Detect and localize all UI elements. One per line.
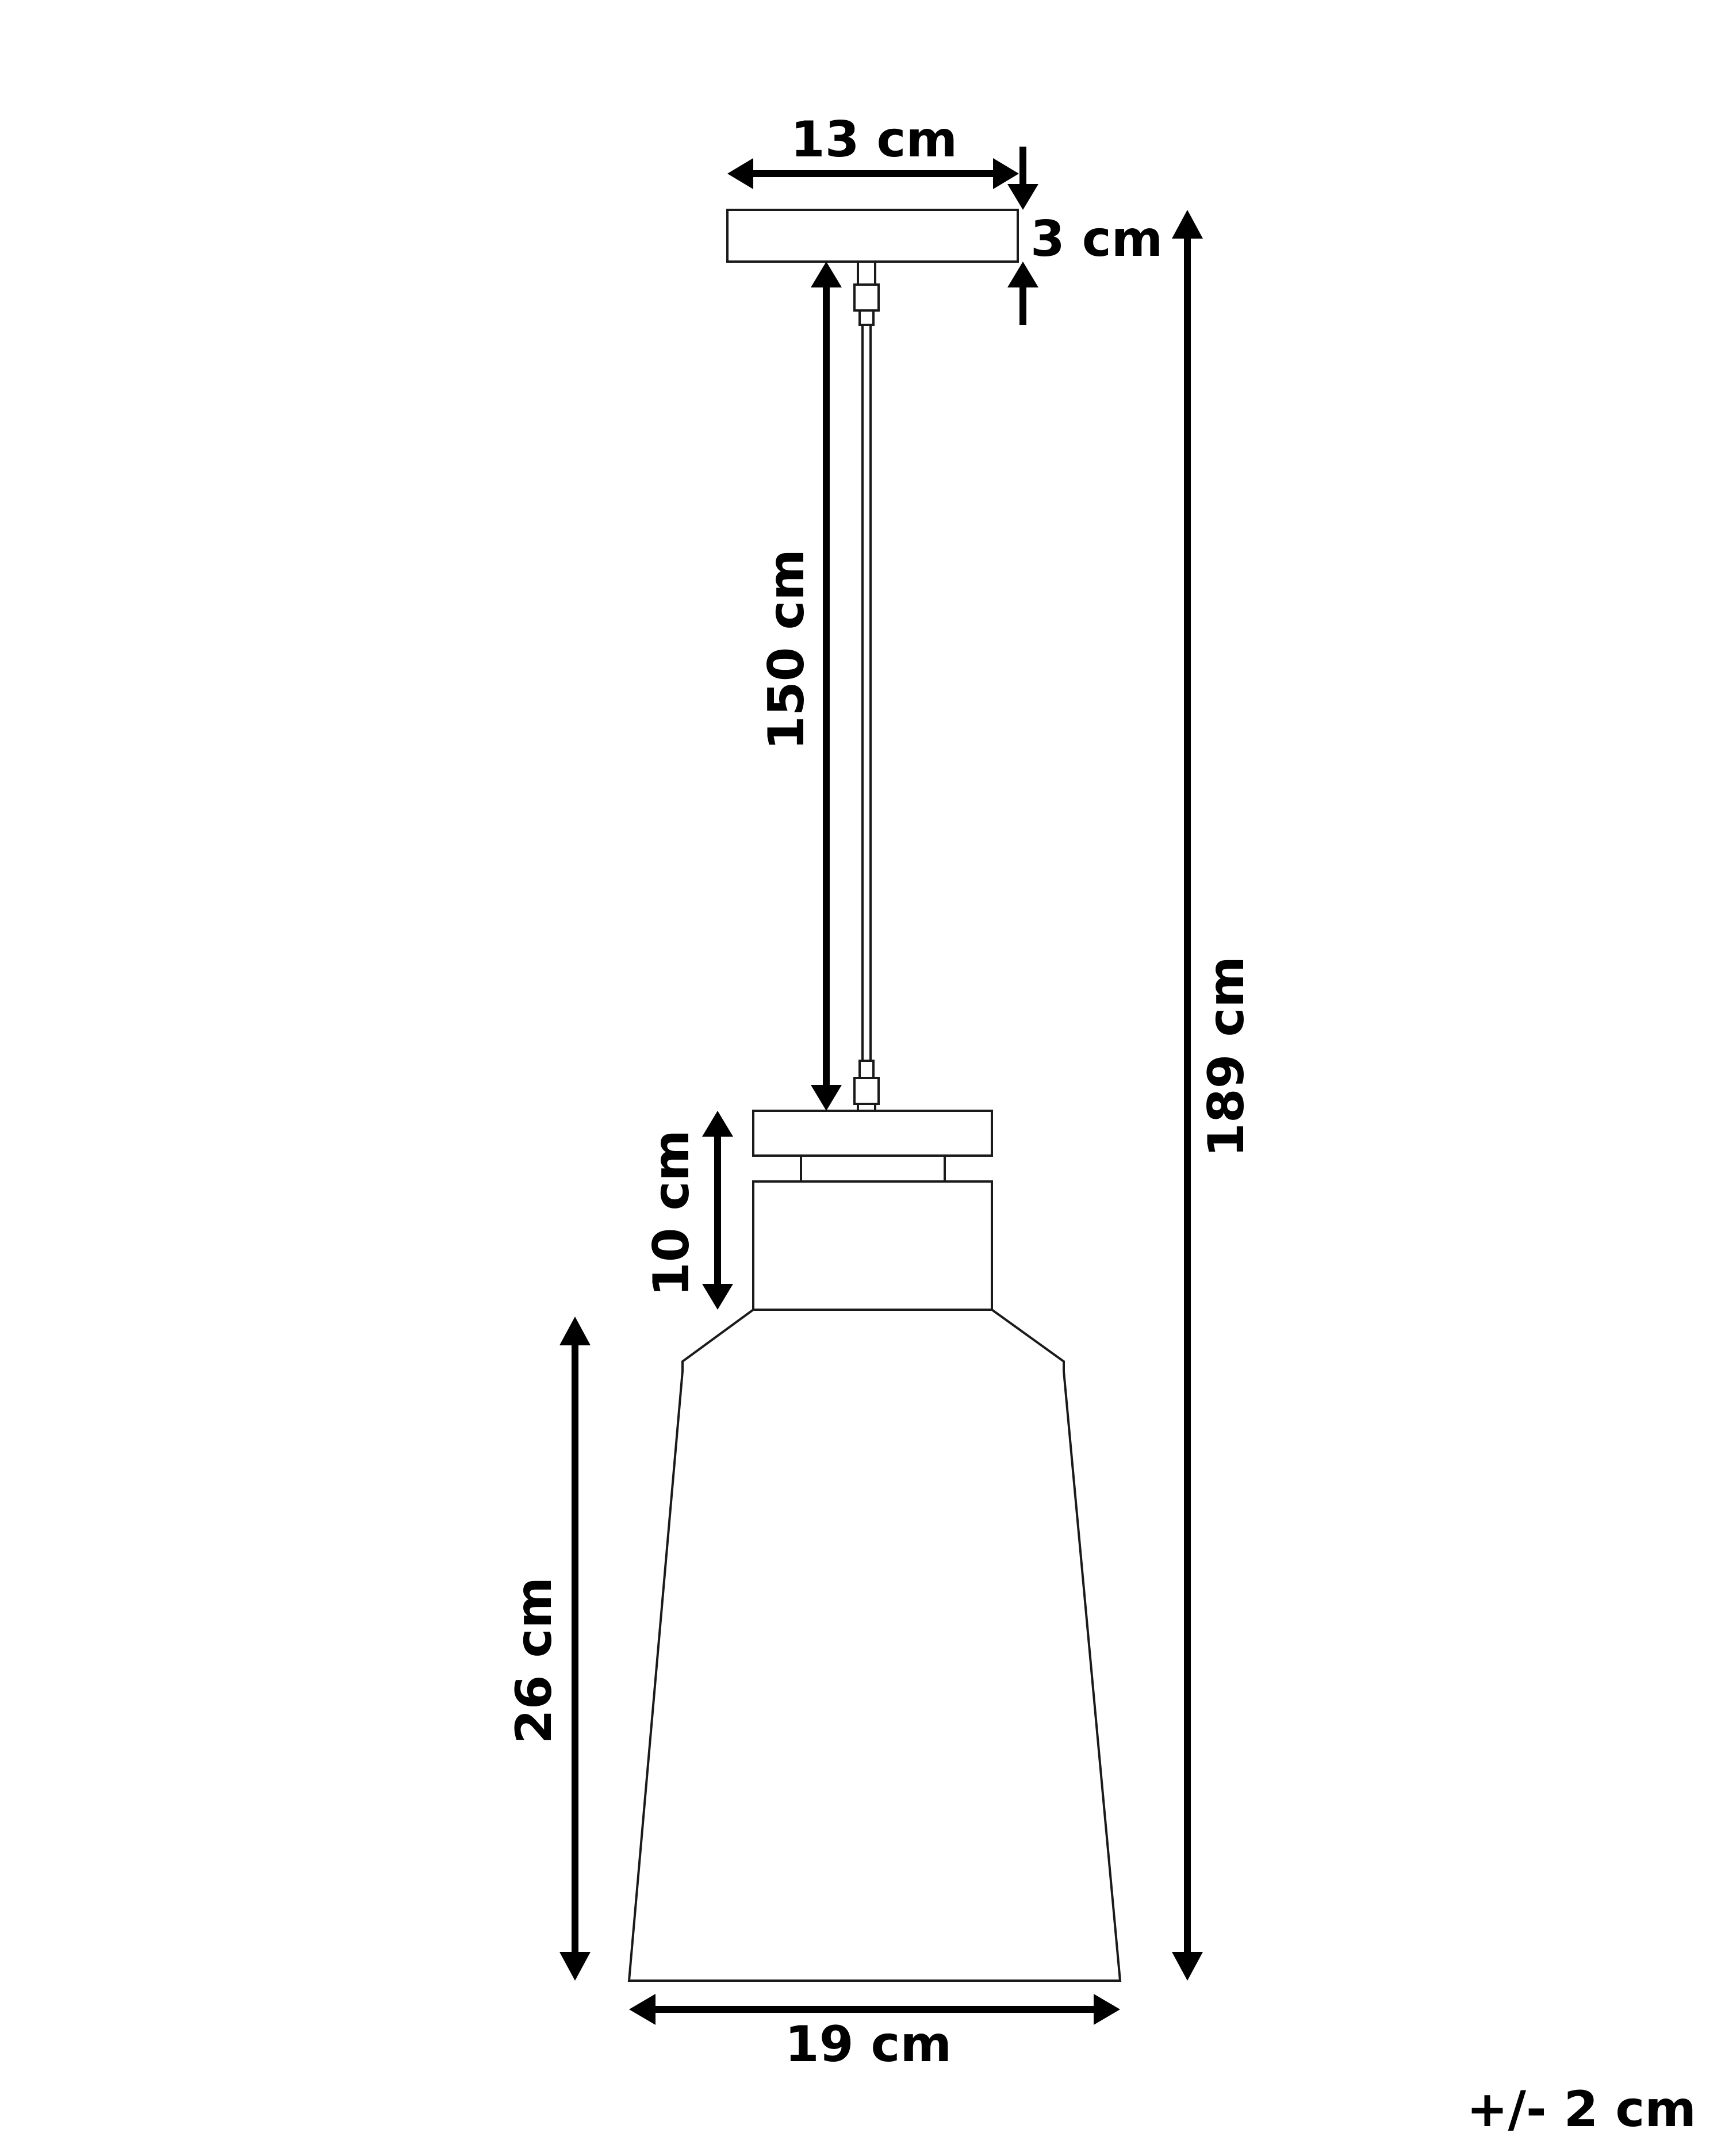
lamp-shade (627, 1309, 1122, 1982)
shade-width-label: 19 cm (785, 2016, 952, 2073)
neck-height-arrow (702, 1111, 733, 1310)
tolerance-note: +/- 2 cm (1467, 2081, 1696, 2138)
neck-height-label: 10 cm (643, 1130, 700, 1296)
canopy-width-arrow (727, 158, 1019, 189)
canopy-height-label: 3 cm (1030, 210, 1163, 268)
lamp-collar (800, 1154, 946, 1183)
lamp-drawing (627, 209, 1122, 1982)
total-height-label: 189 cm (1198, 956, 1255, 1157)
cord-length-arrow (811, 262, 842, 1111)
cord-connector-top (853, 260, 880, 326)
lamp-neck (752, 1180, 993, 1311)
dimension-lines (559, 147, 1203, 2025)
ceiling-canopy (726, 209, 1019, 263)
shade-width-arrow (629, 1994, 1120, 2025)
canopy-width-label: 13 cm (791, 111, 957, 168)
dimension-labels: 13 cm 3 cm 150 cm 189 cm 10 cm 26 cm 19 … (505, 111, 1696, 2138)
shade-height-arrow (559, 1317, 591, 1981)
total-height-arrow (1172, 210, 1203, 1981)
shade-height-label: 26 cm (505, 1577, 563, 1744)
lamp-cap (752, 1110, 993, 1157)
canopy-height-arrow (1007, 147, 1038, 325)
cord-length-label: 150 cm (758, 549, 815, 750)
